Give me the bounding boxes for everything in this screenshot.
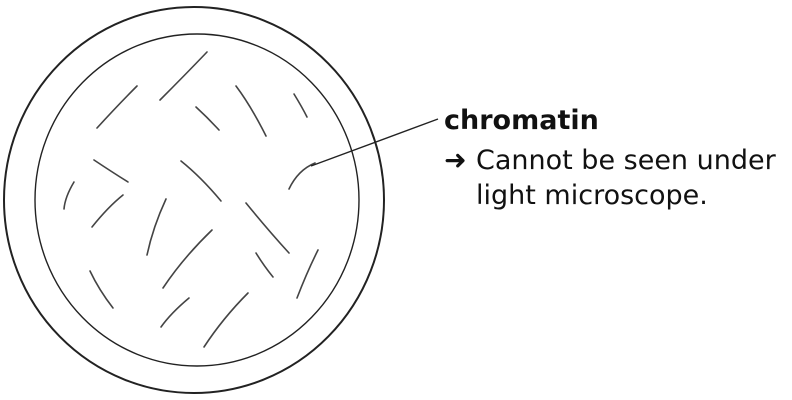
chromatin-thread [296,249,319,299]
chromatin-threads [63,51,319,348]
chromatin-thread-labeled [288,162,316,190]
note-line-1: ➜ Cannot be seen under [444,143,776,178]
arrow-right-icon: ➜ [444,145,467,176]
chromatin-thread [159,51,208,101]
chromatin-thread [146,198,167,256]
chromatin-thread [160,297,190,328]
chromatin-thread [93,159,129,183]
chromatin-thread [293,93,308,118]
note-line-2: light microscope. [444,178,776,213]
chromatin-thread [255,252,274,278]
note-indent [444,178,476,213]
chromatin-thread [203,292,249,348]
chromatin-thread [91,194,124,228]
chromatin-thread [235,85,267,137]
chromatin-label: chromatin [444,105,599,136]
note-text-line-2: light microscope. [476,180,708,211]
chromatin-note: ➜ Cannot be seen under light microscope. [444,143,776,213]
chromatin-thread [162,229,213,289]
note-text-line-1: Cannot be seen under [476,145,776,176]
outer-membrane [3,6,385,394]
nucleus-outline [3,6,385,394]
chromatin-thread [89,270,114,309]
inner-membrane [34,33,360,367]
chromatin-thread [245,202,290,254]
label-leader-line [310,118,439,167]
chromatin-thread [96,85,138,129]
chromatin-thread [180,160,222,202]
chromatin-thread [195,106,220,131]
chromatin-thread [63,181,75,210]
